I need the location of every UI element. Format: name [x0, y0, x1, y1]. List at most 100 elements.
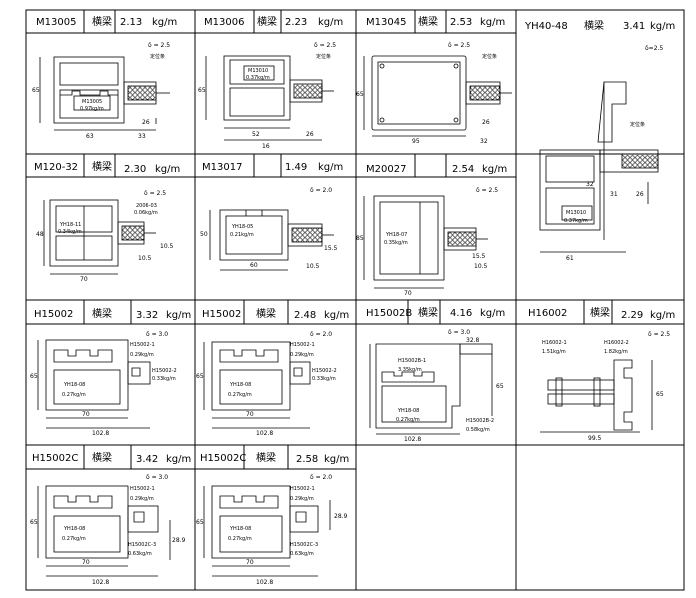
profile-code: H16002	[528, 308, 567, 319]
header-cell-9: H15002 横梁 2.48 kg/m	[202, 307, 349, 321]
top-profile-weight: 3.35kg/m	[398, 367, 422, 373]
header-cell-4: YH40-48 横梁 3.41 kg/m	[524, 19, 675, 32]
dim-overall: 102.8	[256, 430, 273, 437]
header-cell-6: M13017 1.49 kg/m	[202, 162, 343, 173]
inner-profile-code: YH18-11	[59, 222, 81, 228]
dim-top: 32.8	[466, 337, 480, 344]
inner-profile-code: YH18-07	[385, 232, 407, 238]
wall-thickness: δ = 3.0	[448, 329, 470, 336]
profile-drawing-4: δ=2.5 定位条 M13010 0.37kg/m 61 26 32 31	[539, 45, 663, 262]
top-profile-code: H15002-1	[130, 342, 155, 348]
inner-profile-code: M13010	[248, 68, 268, 74]
dim-height: 65	[656, 391, 664, 398]
profile-label: 横梁	[256, 307, 276, 320]
inner-profile-weight: 0.27kg/m	[62, 392, 86, 398]
inner-profile-code: YH18-08	[229, 526, 251, 532]
profile-weight: 3.32	[136, 310, 158, 321]
profile-drawing-6: δ = 2.0 YH18-05 0.21kg/m 60 10.5 50 15.5	[200, 187, 338, 271]
right-profile-code: H15002-2	[152, 368, 177, 374]
top-profile-code: H15002-1	[290, 486, 315, 492]
profile-label: 横梁	[256, 451, 276, 464]
profile-code: H15002C	[32, 453, 78, 464]
profile-drawing-5: δ = 2.5 YH18-11 0.34kg/m 2006-03 0.06kg/…	[36, 190, 174, 283]
header-cell-10: H15002B 横梁 4.16 kg/m	[366, 306, 505, 319]
wall-thickness: δ = 2.0	[310, 187, 332, 194]
dim-seal: 26	[636, 191, 644, 198]
weight-unit: kg/m	[318, 162, 343, 173]
side-note: 定位条	[150, 53, 165, 60]
top-profile-code: H16002-1	[542, 340, 567, 346]
wall-thickness: δ = 2.5	[144, 190, 166, 197]
wall-thickness: δ = 2.5	[148, 42, 170, 49]
profile-drawing-12: δ = 3.0 H15002-1 0.29kg/m YH18-08 0.27kg…	[30, 474, 186, 586]
top-profile-weight: 0.29kg/m	[290, 352, 314, 358]
side-profile-weight: 0.06kg/m	[134, 210, 158, 216]
top-profile-weight: 1.51kg/m	[542, 349, 566, 355]
side-note: 定位条	[482, 53, 497, 60]
top-profile-weight: 0.29kg/m	[290, 496, 314, 502]
inner-profile-weight: 0.35kg/m	[384, 240, 408, 246]
profile-code: M13005	[36, 17, 76, 28]
dim-width: 63	[86, 133, 94, 140]
inner-profile-code: YH18-08	[63, 526, 85, 532]
top-profile-code: H15002-1	[290, 342, 315, 348]
profile-code: H15002C	[200, 453, 246, 464]
profile-weight: 2.48	[294, 310, 316, 321]
dim-height: 65	[196, 373, 204, 380]
inner-profile-code: YH18-08	[397, 408, 419, 414]
wall-thickness: δ = 2.5	[476, 187, 498, 194]
side-note: 定位条	[630, 121, 645, 128]
wall-thickness: δ = 2.5	[314, 42, 336, 49]
bottom-profile-code: H15002B-2	[466, 418, 494, 424]
profile-label: 横梁	[590, 306, 610, 319]
profile-weight: 2.53	[450, 17, 472, 28]
profile-label: 横梁	[92, 160, 112, 173]
profile-weight: 2.54	[452, 164, 474, 175]
side-note: 定位条	[316, 53, 331, 60]
dim-width: 61	[566, 255, 574, 262]
inner-profile-weight: 0.21kg/m	[230, 232, 254, 238]
dim-height: 65	[198, 87, 206, 94]
wall-thickness: δ = 2.5	[648, 331, 670, 338]
profile-code: M13017	[202, 162, 242, 173]
profile-code: M20027	[366, 164, 406, 175]
dim-right: 32	[480, 138, 488, 145]
weight-unit: kg/m	[152, 17, 177, 28]
dim-height: 85	[356, 235, 364, 242]
profile-weight: 3.42	[136, 454, 158, 465]
profile-label: 横梁	[257, 15, 277, 28]
wall-thickness: δ=2.5	[645, 45, 663, 52]
dim-height: 65	[32, 87, 40, 94]
dim-right: 33	[138, 133, 146, 140]
weight-unit: kg/m	[324, 454, 349, 465]
top-profile-code: H15002-1	[130, 486, 155, 492]
profile-label: 横梁	[584, 19, 604, 32]
right-profile-code: H16002-2	[604, 340, 629, 346]
dim-seal: 10.5	[306, 263, 320, 270]
dim-side: 10.5	[474, 263, 488, 270]
dim-width: 70	[82, 559, 90, 566]
inner-profile-code: YH18-05	[231, 224, 253, 230]
dim-side: 10.5	[160, 243, 174, 250]
top-profile-weight: 0.29kg/m	[130, 352, 154, 358]
dim-height: 48	[36, 231, 44, 238]
header-cell-3: M13045 横梁 2.53 kg/m	[366, 15, 505, 28]
weight-unit: kg/m	[166, 310, 191, 321]
dim-width: 70	[82, 411, 90, 418]
inner-profile-weight: 0.37kg/m	[246, 75, 270, 81]
inner-profile-weight: 0.97kg/m	[80, 106, 104, 112]
right-profile-code: H15002C-3	[290, 542, 318, 548]
wall-thickness: δ = 2.5	[448, 42, 470, 49]
dim-width: 99.5	[588, 435, 602, 442]
inner-profile-code: M13010	[566, 210, 586, 216]
weight-unit: kg/m	[166, 454, 191, 465]
top-profile-code: H15002B-1	[398, 358, 426, 364]
wall-thickness: δ = 2.0	[310, 474, 332, 481]
profile-weight: 2.23	[285, 17, 307, 28]
header-cell-12: H15002C 横梁 3.42 kg/m	[32, 451, 191, 465]
wall-thickness: δ = 3.0	[146, 474, 168, 481]
profile-code: H15002	[202, 309, 241, 320]
profile-drawing-3: δ = 2.5 定位条 95 32 26 65	[356, 42, 512, 145]
dim-width: 60	[250, 262, 258, 269]
